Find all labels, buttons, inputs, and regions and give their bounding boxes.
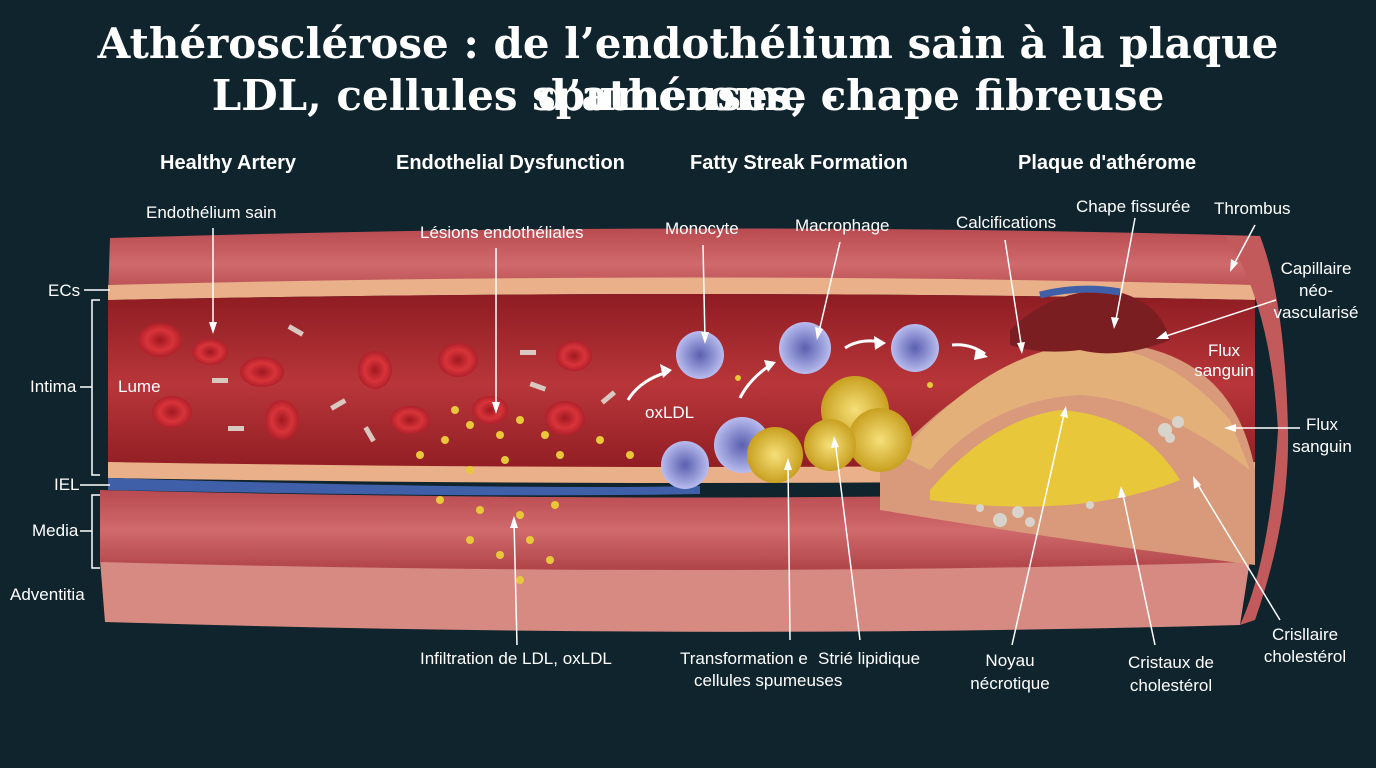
title-line-1: Athérosclérose : de l’endothélium sain à… (97, 19, 1279, 120)
label-neovessel-3: vascularisé (1273, 303, 1359, 322)
label-monocyte: Monocyte (665, 219, 739, 238)
necrotic-core (930, 410, 1180, 507)
fibrous-cap (900, 344, 1250, 470)
pointer-lines (212, 217, 1300, 646)
ldl-particles (416, 357, 933, 584)
label-iel: IEL (54, 475, 80, 494)
label-macrophage: Macrophage (795, 216, 890, 235)
stage-healthy-artery: Healthy Artery (160, 152, 296, 174)
label-calcifications: Calcifications (956, 213, 1057, 232)
label-endothelial-lesions: Lésions endothéliales (420, 223, 584, 242)
pointer-arrowheads (209, 259, 1238, 528)
flow-arrowheads (660, 336, 988, 378)
stage-plaque: Plaque d'athérome (1018, 152, 1197, 174)
label-neovessel-1: Capillaire (1280, 259, 1352, 278)
cut-face (1225, 236, 1289, 625)
label-adventitia: Adventitia (10, 585, 85, 604)
label-ecs: ECs (48, 281, 81, 300)
top-endothelium (108, 277, 1255, 300)
title-line-2: LDL, cellules spumeuses, chape fibreuse (211, 71, 1165, 120)
label-ldl-infiltration: Infiltration de LDL, oxLDL (420, 649, 612, 668)
label-blood-flow-inner-2: sanguin (1194, 361, 1254, 380)
label-cholesterol-1: Crisllaire (1271, 625, 1339, 644)
stage-endothelial-dysfunction: Endothelial Dysfunction (396, 152, 625, 174)
thrombus-mass (1010, 290, 1170, 354)
layer-bracket (80, 289, 110, 569)
label-fissured-cap: Chape fissurée (1076, 197, 1191, 216)
label-media: Media (32, 521, 79, 540)
calcification-deposits (976, 416, 1184, 527)
foam-cells (747, 376, 912, 483)
label-necrotic-core-1: Noyau (985, 651, 1035, 670)
label-cholesterol-2: cholestérol (1263, 647, 1347, 666)
label-foam-cells-1: Transformation e (680, 649, 808, 668)
label-endothelium-healthy: Endothélium sain (146, 203, 277, 222)
label-intima: Intima (30, 377, 77, 396)
label-blood-flow-outer-2: sanguin (1292, 437, 1352, 456)
iel-layer (108, 478, 700, 496)
label-foam-cells-2: cellules spumeuses (694, 671, 843, 690)
label-blood-flow-inner-1: Flux (1207, 341, 1241, 360)
stage-fatty-streak: Fatty Streak Formation (690, 152, 908, 174)
adventitia-layer (100, 560, 1250, 632)
label-cholesterol-crystals-2: cholestérol (1129, 676, 1213, 695)
label-oxldl: oxLDL (645, 403, 695, 422)
label-thrombus: Thrombus (1214, 199, 1291, 218)
label-cholesterol-crystals-1: Cristaux de (1128, 653, 1214, 672)
red-blood-cells (138, 323, 592, 440)
label-fatty-streak: Strié lipidique (818, 649, 921, 668)
label-neovessel-2: néo- (1298, 281, 1334, 300)
neovessel (1039, 285, 1121, 299)
platelets (212, 324, 617, 443)
label-blood-flow-outer-1: Flux (1305, 415, 1339, 434)
label-necrotic-core-2: nécrotique (970, 674, 1050, 693)
label-lumen: Lume (118, 377, 161, 396)
